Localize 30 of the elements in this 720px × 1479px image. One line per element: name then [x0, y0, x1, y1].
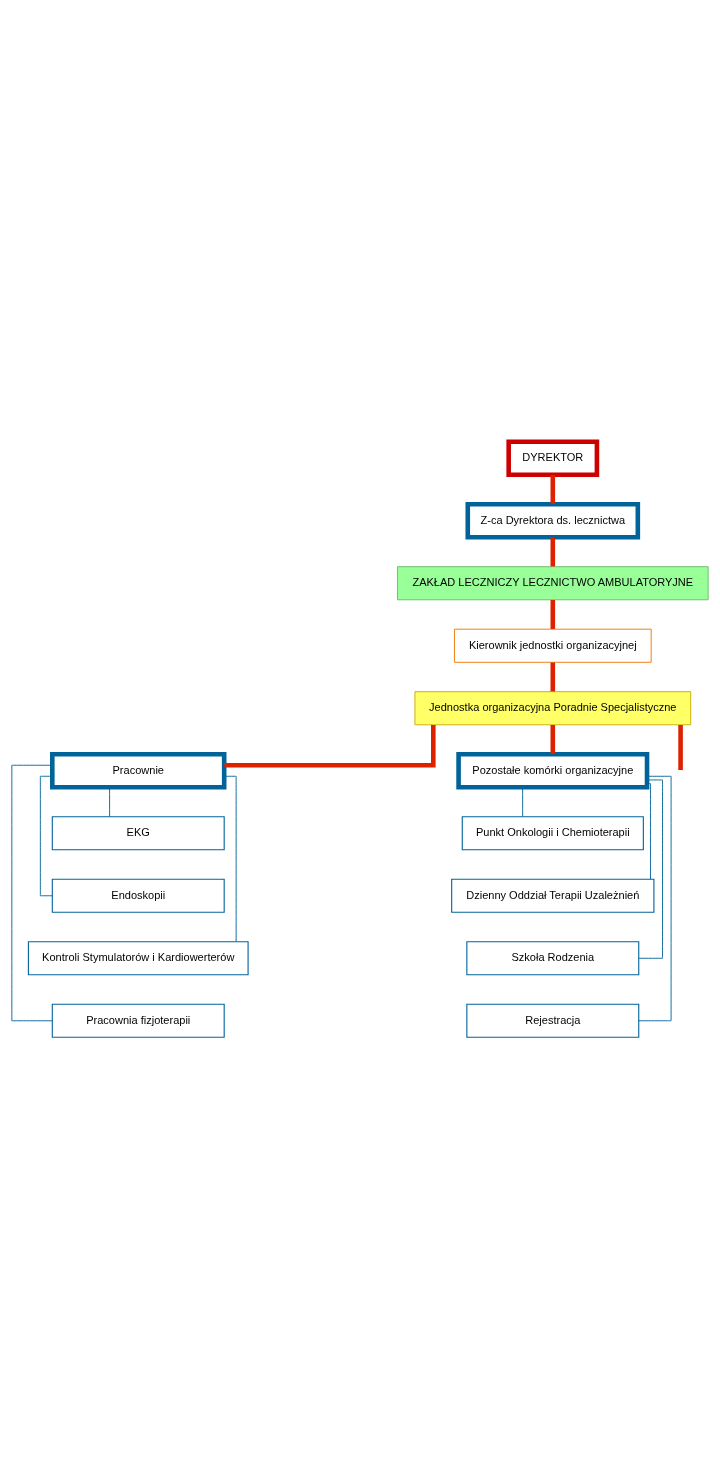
node-box: Kierownik jednostki organizacyjnej: [454, 628, 652, 663]
node-box: ZAKŁAD LECZNICZY LECZNICTWO AMBULATORYJNE: [397, 566, 709, 601]
connector: [224, 725, 436, 768]
connector: [11, 764, 53, 1022]
connector: [678, 725, 683, 771]
connector: [550, 662, 556, 692]
connector: [550, 600, 556, 629]
node-box: EKG: [51, 816, 225, 851]
connector: [550, 474, 556, 504]
node-box: DYREKTOR: [506, 439, 600, 478]
node-box: Pracownie: [50, 751, 227, 790]
connector: [550, 725, 556, 754]
connector: [638, 775, 672, 1022]
connector: [638, 779, 663, 959]
node-box: Z-ca Dyrektora ds. lecznictwa: [465, 501, 641, 540]
node-box: Kontroli Stymulatorów i Kardiowerterów: [27, 941, 249, 976]
node-box: Jednostka organizacyjna Poradnie Specjalistyczne: [414, 691, 692, 726]
connector: [646, 783, 651, 880]
connector: [224, 775, 237, 942]
node-box: Rejestracja: [466, 1003, 640, 1038]
node-box: Endoskopii: [51, 878, 225, 913]
node-box: Dzienny Oddział Terapii Uzależnień: [451, 878, 655, 913]
node-box: Szkoła Rodzenia: [466, 941, 640, 976]
node-box: Pozostałe komórki organizacyjne: [456, 751, 650, 790]
connector: [522, 787, 524, 817]
node-box: Pracownia fizjoterapii: [51, 1003, 225, 1038]
connector: [109, 787, 111, 817]
connector: [39, 775, 53, 897]
node-box: Punkt Onkologii i Chemioterapii: [461, 816, 644, 851]
connector: [550, 537, 556, 567]
